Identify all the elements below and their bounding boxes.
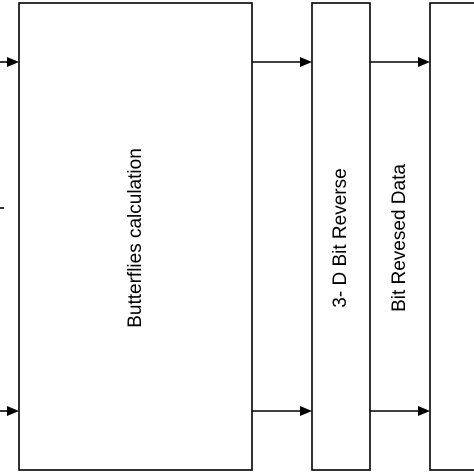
arrow-reverse-to-next-bottom-head [418,406,430,416]
next-block-partial [429,2,474,471]
input-arrow-top-head [7,57,19,67]
arrow-reverse-to-next-top-head [418,57,430,67]
arrow-butterflies-to-reverse-top-head [300,57,312,67]
butterflies-label: Butterflies calculation [125,148,146,328]
bit-reverse-block [311,2,371,471]
butterflies-block [18,2,253,471]
bit-reverse-label: 3- D Bit Reverse [330,168,351,308]
input-arrow-bottom-head [7,406,19,416]
bit-reversed-data-label: Bit Revesed Data [389,164,410,312]
arrow-butterflies-to-reverse-bottom-head [300,406,312,416]
